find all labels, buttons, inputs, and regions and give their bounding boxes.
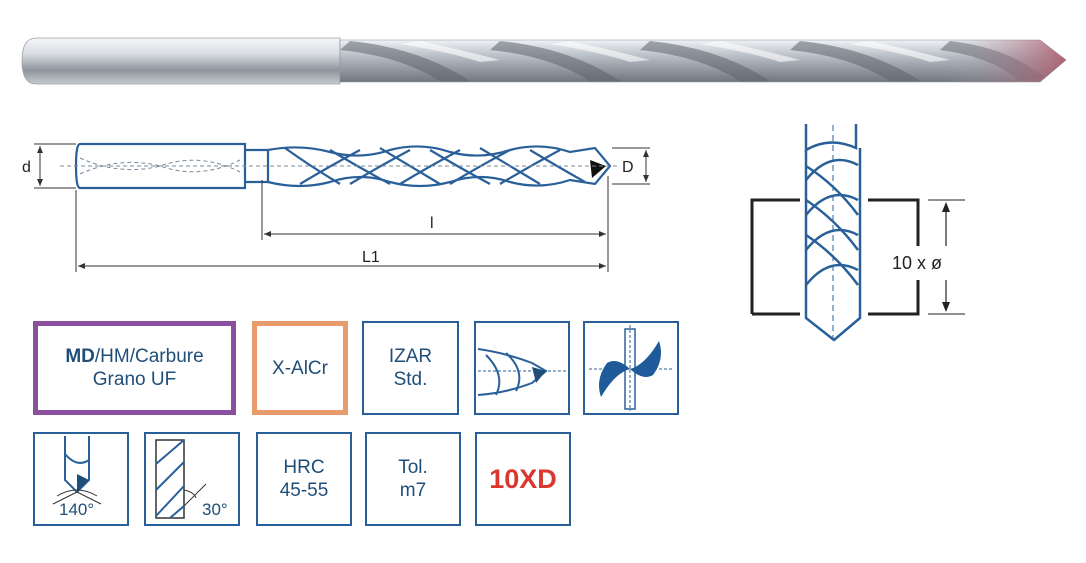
drill-technical-drawing: d D l L1 [22,142,650,272]
coating-box: X-AlCr [252,321,348,415]
hardness-box: HRC 45-55 [256,432,352,526]
depth-diagram: 10 x ø [750,124,965,342]
cross-section-icon [583,321,679,415]
brand-box: IZAR Std. [362,321,459,415]
drill-point-icon [474,321,570,415]
helix-angle-box: 30° [144,432,240,526]
material-line2: Grano UF [92,369,177,390]
helix-angle-value: 30° [202,500,228,519]
tolerance-line1: Tol. [398,457,428,478]
dim-l-label: l [430,215,434,232]
material-rest: /HM/Carbure [94,346,204,367]
ratio-label: 10XD [489,463,557,494]
drill-photo [21,37,1067,85]
dim-L1-label: L1 [362,249,380,266]
tolerance-box: Tol. m7 [365,432,461,526]
point-angle-box: 140° [33,432,129,526]
dim-D-label: D [622,159,634,176]
dim-d-label: d [22,159,31,176]
material-line1: MD/HM/Carbure [65,345,203,368]
brand-line1: IZAR [388,346,433,367]
tolerance-line2: m7 [399,480,427,501]
brand-line2: Std. [393,369,428,390]
material-box: MD/HM/Carbure Grano UF [33,321,236,415]
hardness-line1: HRC [283,457,325,478]
ratio-box: 10XD [475,432,571,526]
depth-label: 10 x ø [892,253,942,273]
hardness-line2: 45-55 [279,480,329,501]
point-angle-value: 140° [59,500,95,519]
coating-label: X-AlCr [272,357,328,379]
shank-outline [74,142,247,190]
material-bold: MD [65,346,95,367]
